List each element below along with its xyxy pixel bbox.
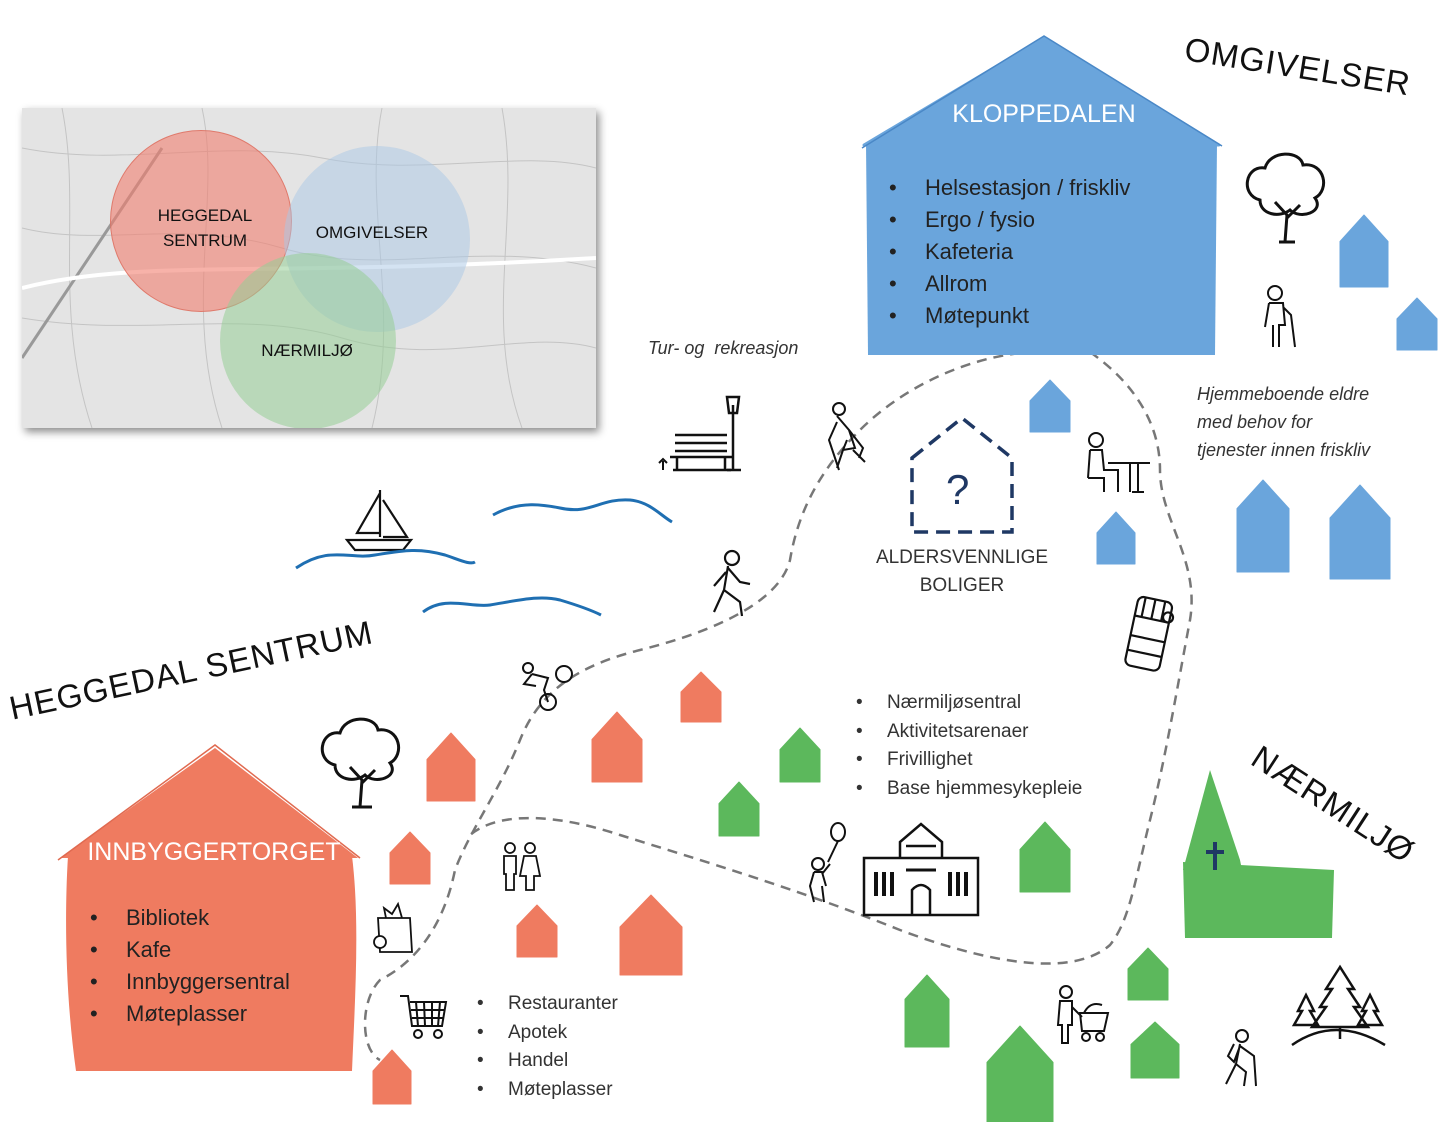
walking-person-icon <box>712 549 751 617</box>
houses-group <box>372 214 1438 1122</box>
bench-icon <box>658 395 741 472</box>
house-blue <box>1096 511 1136 565</box>
house-green <box>904 974 950 1048</box>
elderly-person-icon <box>827 402 866 471</box>
house-red <box>619 894 683 976</box>
tur-rekreasjon-label: Tur- og rekreasjon <box>648 338 799 358</box>
church-building <box>1183 770 1334 938</box>
wave <box>295 548 476 570</box>
area-minimap: HEGGEDAL SENTRUM OMGIVELSER NÆRMILJØ <box>22 108 596 428</box>
shopping-cart-icon <box>400 995 448 1039</box>
house-red <box>680 671 722 723</box>
house-red <box>591 711 643 783</box>
question-mark: ? <box>946 466 970 513</box>
house-red <box>516 904 558 958</box>
couple-icon <box>503 842 542 891</box>
house-blue <box>1236 479 1290 573</box>
house-blue <box>1339 214 1389 288</box>
minimap-label-heggedal: HEGGEDAL SENTRUM <box>157 206 253 250</box>
list-item: Bibliotek <box>86 902 290 934</box>
eldre-line: tjenester innen friskliv <box>1197 440 1371 460</box>
list-item: Restauranter <box>473 990 618 1019</box>
innbyggertorget-list: Bibliotek Kafe Innbyggersentral Møteplas… <box>86 902 290 1030</box>
house-red <box>426 732 476 802</box>
eldre-label: Hjemmeboende eldre med behov for tjenest… <box>1197 380 1370 464</box>
list-item: Innbyggersentral <box>86 966 290 998</box>
child-balloon-icon <box>808 822 846 903</box>
kloppedalen-title: KLOPPEDALEN <box>952 100 1136 128</box>
house-red <box>389 831 431 885</box>
list-item: Kafeteria <box>885 236 1130 268</box>
eldre-line: med behov for <box>1197 412 1313 432</box>
tree-icon <box>320 717 400 809</box>
eldre-line: Hjemmeboende eldre <box>1197 384 1370 404</box>
grocery-bag-icon <box>373 901 413 953</box>
sentrum-list: Restauranter Apotek Handel Møteplasser <box>473 990 618 1104</box>
house-blue <box>1329 484 1391 580</box>
aldersvennlige-line: BOLIGER <box>919 575 1005 596</box>
list-item: Møtepunkt <box>885 300 1130 332</box>
list-item: Nærmiljøsentral <box>852 689 1082 718</box>
walking-path <box>363 351 1021 1062</box>
house-blue <box>1029 379 1071 433</box>
minimap-label-naermiljo: NÆRMILJØ <box>261 341 353 360</box>
parent-stroller-icon <box>1056 985 1110 1044</box>
list-item: Base hjemmesykepleie <box>852 775 1082 804</box>
house-green <box>1130 1021 1180 1079</box>
list-item: Frivillighet <box>852 746 1082 775</box>
house-red <box>372 1049 412 1105</box>
house-green <box>779 727 821 783</box>
list-item: Helsestasjon / friskliv <box>885 172 1130 204</box>
list-item: Aktivitetsarenaer <box>852 718 1082 747</box>
wave <box>422 596 602 617</box>
hiker-icon <box>1225 1029 1257 1087</box>
house-green <box>1127 947 1169 1001</box>
innbyggertorget-title: INNBYGGERTORGET <box>87 838 341 866</box>
list-item: Allrom <box>885 268 1130 300</box>
house-green <box>1019 821 1071 893</box>
list-item: Apotek <box>473 1019 618 1048</box>
minimap-circle-naermiljo <box>220 253 396 428</box>
aldersvennlige-label: ALDERSVENNLIGE BOLIGER <box>868 544 1056 600</box>
forest-icon <box>1291 964 1386 1047</box>
dashed-house-icon <box>910 415 1014 534</box>
list-item: Møteplasser <box>86 998 290 1030</box>
aldersvennlige-line: ALDERSVENNLIGE <box>875 547 1049 568</box>
list-item: Kafe <box>86 934 290 966</box>
tree-icon <box>1245 152 1325 244</box>
list-item: Møteplasser <box>473 1076 618 1105</box>
cyclist-icon <box>522 662 573 711</box>
list-item: Ergo / fysio <box>885 204 1130 236</box>
wave <box>492 498 673 524</box>
bus-icon <box>1124 595 1175 672</box>
walking-path-right <box>469 350 1193 965</box>
sailboat-icon <box>344 490 414 552</box>
kloppedalen-list: Helsestasjon / friskliv Ergo / fysio Kaf… <box>885 172 1130 332</box>
house-green <box>718 781 760 837</box>
minimap-label-omgivelser: OMGIVELSER <box>315 223 429 242</box>
house-blue <box>1396 297 1438 351</box>
school-icon <box>862 822 980 917</box>
cafe-table-icon <box>1087 432 1150 493</box>
list-item: Handel <box>473 1047 618 1076</box>
house-green <box>986 1025 1054 1122</box>
naermiljo-list: Nærmiljøsentral Aktivitetsarenaer Frivil… <box>852 689 1082 803</box>
elderly-walker-icon <box>1264 285 1296 348</box>
